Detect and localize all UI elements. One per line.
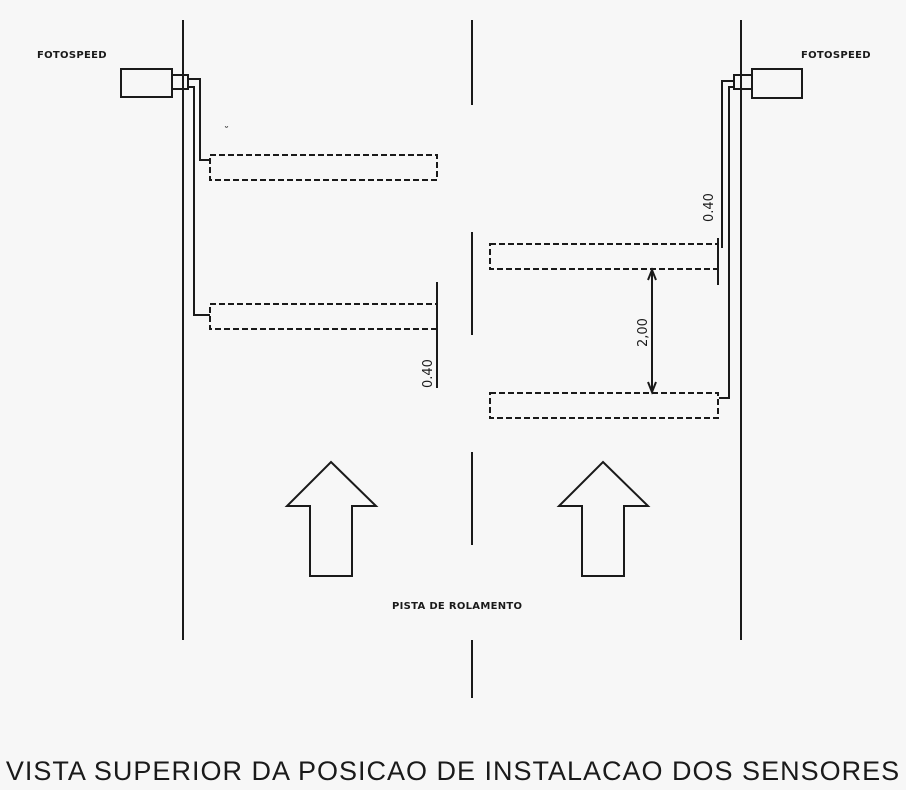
diagram-caption: VISTA SUPERIOR DA POSICAO DE INSTALACAO … — [6, 756, 900, 786]
right-loop-upper — [489, 243, 719, 270]
sensor-right-box — [751, 68, 803, 99]
sensor-left-box — [120, 68, 173, 98]
left-loop-upper — [209, 154, 438, 181]
dim-right-spacing-label: 2,00 — [636, 318, 651, 347]
tick-mark: ˘ — [224, 125, 229, 137]
right-loop-lower — [489, 392, 719, 419]
sensor-left-label: FOTOSPEED — [37, 50, 107, 61]
sensor-right-label: FOTOSPEED — [801, 50, 871, 61]
sensor-left-mount — [171, 74, 189, 90]
direction-arrow-up-icon — [284, 460, 379, 577]
right-spacing-dimension — [647, 267, 657, 395]
dim-right-gap-label: 0.40 — [702, 193, 717, 222]
roadway-label: PISTA DE ROLAMENTO — [392, 601, 522, 612]
dim-left-gap-label: 0.40 — [421, 359, 436, 388]
right-cables — [719, 80, 734, 399]
left-cables — [182, 78, 210, 316]
direction-arrow-up-icon — [556, 460, 651, 577]
sensor-right-mount — [733, 74, 753, 90]
left-loop-lower — [209, 303, 438, 330]
